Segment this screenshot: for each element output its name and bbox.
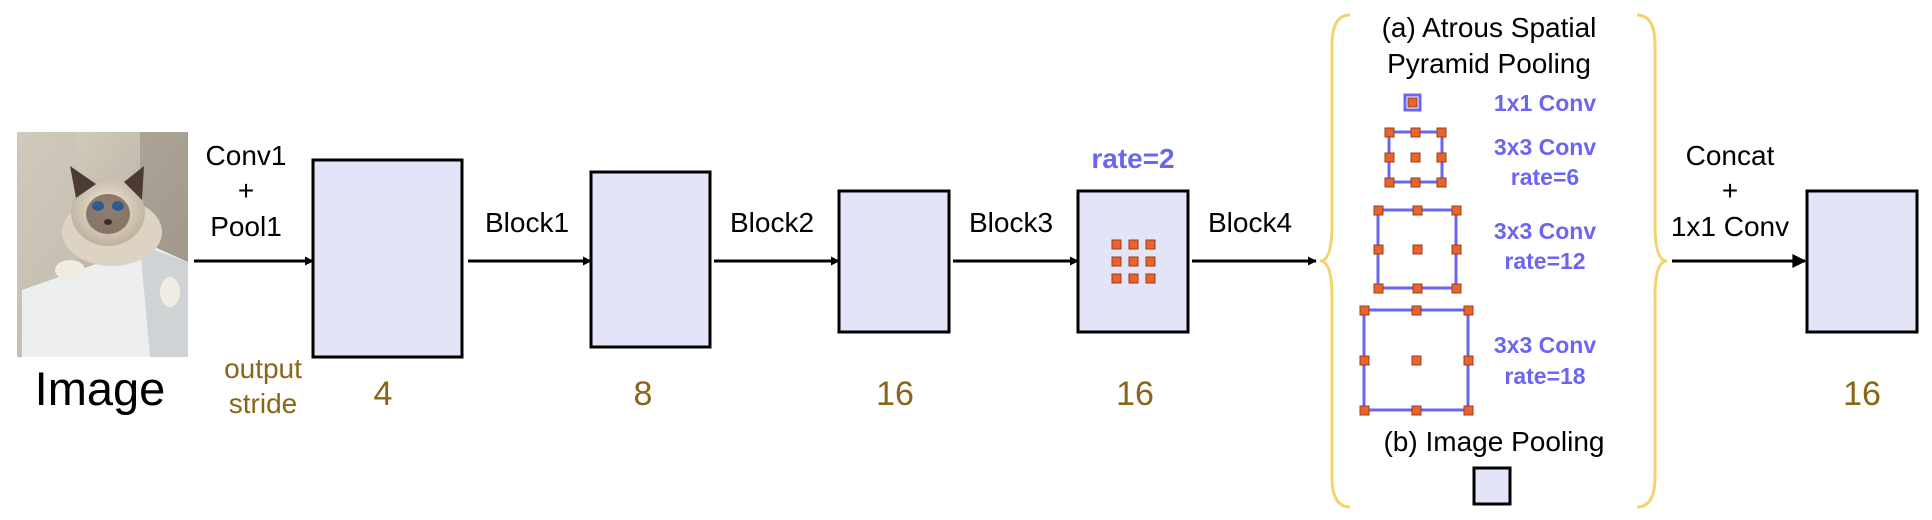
conv1-label: Conv1 xyxy=(206,140,287,171)
kernel-dot xyxy=(1451,244,1462,255)
kernel-dot xyxy=(1111,239,1122,250)
aspp-branch-1x1-kernel xyxy=(1403,93,1422,112)
kernel-dot xyxy=(1411,405,1422,416)
aspp-branch-rate12-label-line1: 3x3 Conv xyxy=(1494,218,1596,244)
image-pooling-label: (b) Image Pooling xyxy=(1383,426,1604,457)
kernel-dot xyxy=(1412,283,1423,294)
aspp-branch-rate12-kernel xyxy=(1373,205,1462,294)
aspp-branch-rate12-label-line2: rate=12 xyxy=(1504,248,1585,274)
kernel-dot xyxy=(1111,256,1122,267)
kernel-dot xyxy=(1145,239,1156,250)
aspp-left-brace xyxy=(1319,13,1351,509)
feature-map-stride-8 xyxy=(589,170,712,349)
block2-label: Block2 xyxy=(730,207,814,238)
kernel-dot xyxy=(1411,355,1422,366)
aspp-title-line2: Pyramid Pooling xyxy=(1387,48,1591,79)
block4-label: Block4 xyxy=(1208,207,1292,238)
kernel-dot xyxy=(1451,283,1462,294)
feature-map-stride-4 xyxy=(311,158,464,359)
kernel-dot xyxy=(1373,283,1384,294)
pool1-label: Pool1 xyxy=(210,211,282,242)
kernel-dot xyxy=(1128,256,1139,267)
block3-kernel-dots xyxy=(1111,239,1156,284)
concat-conv-label: 1x1 Conv xyxy=(1671,211,1789,242)
kernel-dot xyxy=(1384,177,1395,188)
kernel-dot xyxy=(1384,127,1395,138)
kernel-dot xyxy=(1451,205,1462,216)
aspp-branch-rate6-label-line2: rate=6 xyxy=(1511,164,1579,190)
kernel-dot xyxy=(1359,355,1370,366)
kernel-dot xyxy=(1410,177,1421,188)
kernel-dot xyxy=(1145,273,1156,284)
output-stride-label-line2: stride xyxy=(229,388,297,419)
image-pooling-feature xyxy=(1472,466,1512,506)
kernel-dot xyxy=(1463,405,1474,416)
kernel-dot xyxy=(1412,205,1423,216)
kernel-dot xyxy=(1384,152,1395,163)
kernel-dot xyxy=(1373,244,1384,255)
kernel-dot xyxy=(1410,127,1421,138)
aspp-branch-rate18-kernel xyxy=(1359,305,1474,416)
kernel-dot xyxy=(1411,305,1422,316)
kernel-dot xyxy=(1373,205,1384,216)
kernel-dot xyxy=(1463,305,1474,316)
aspp-right-brace xyxy=(1636,13,1668,509)
kernel-dot xyxy=(1359,405,1370,416)
aspp-branch-rate18-label-line1: 3x3 Conv xyxy=(1494,332,1596,358)
rate-2-label: rate=2 xyxy=(1091,143,1174,174)
concat-plus-label: + xyxy=(1722,175,1738,206)
output-stride-label-line1: output xyxy=(224,353,302,384)
aspp-branch-rate6-kernel xyxy=(1384,127,1447,188)
conv1-plus-label: + xyxy=(238,175,254,206)
kernel-dot xyxy=(1128,273,1139,284)
kernel-dot xyxy=(1128,239,1139,250)
input-label: Image xyxy=(35,362,166,415)
kernel-dot xyxy=(1436,177,1447,188)
kernel-dot xyxy=(1410,152,1421,163)
kernel-dot xyxy=(1111,273,1122,284)
kernel-dot xyxy=(1359,305,1370,316)
kernel-dot xyxy=(1412,244,1423,255)
aspp-branch-1x1-label: 1x1 Conv xyxy=(1494,90,1596,116)
aspp-title-line1: (a) Atrous Spatial xyxy=(1382,12,1597,43)
kernel-dot xyxy=(1436,127,1447,138)
kernel-dot xyxy=(1145,256,1156,267)
block1-label: Block1 xyxy=(485,207,569,238)
feature-map-output xyxy=(1805,189,1919,334)
stride-16-block3-value: 16 xyxy=(1116,375,1154,413)
stride-4-value: 4 xyxy=(374,375,393,413)
kernel-dot xyxy=(1407,97,1418,108)
concat-label: Concat xyxy=(1686,140,1775,171)
kernel-dot xyxy=(1436,152,1447,163)
input-image xyxy=(17,132,188,357)
kernel-outline xyxy=(1403,93,1422,112)
aspp-branch-rate18-label-line2: rate=18 xyxy=(1504,363,1585,389)
output-stride-value: 16 xyxy=(1843,375,1881,413)
kernel-dot xyxy=(1463,355,1474,366)
block3-label: Block3 xyxy=(969,207,1053,238)
stride-16-block2-value: 16 xyxy=(876,375,914,413)
feature-map-block2-stride-16 xyxy=(837,189,951,334)
aspp-branch-rate6-label-line1: 3x3 Conv xyxy=(1494,134,1596,160)
stride-8-value: 8 xyxy=(634,375,653,413)
